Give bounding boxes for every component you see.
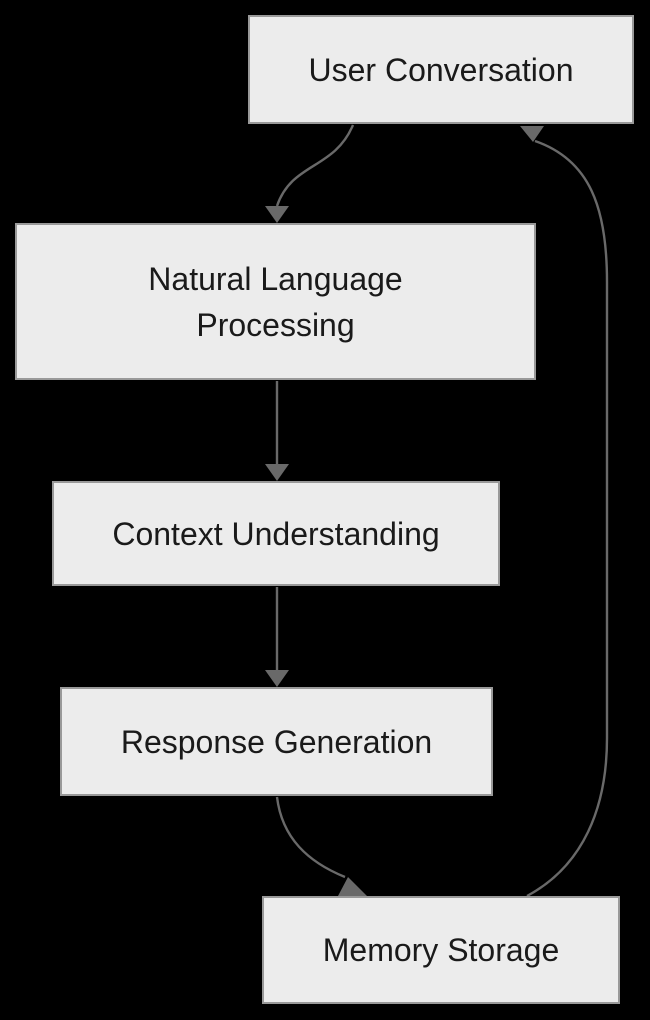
arrowhead-icon bbox=[265, 670, 289, 687]
node-response-generation: Response Generation bbox=[60, 687, 493, 796]
node-label-line: Natural Language bbox=[148, 260, 403, 297]
arrowhead-icon bbox=[520, 126, 544, 142]
arrowhead-icon bbox=[265, 206, 289, 223]
arrowhead-icon bbox=[338, 877, 367, 896]
node-natural-language-processing: Natural Language Processing bbox=[15, 223, 536, 380]
node-label: Memory Storage bbox=[322, 932, 560, 968]
node-label: User Conversation bbox=[308, 51, 574, 88]
edge-response-generation-to-memory-storage bbox=[275, 796, 346, 879]
node-user-conversation: User Conversation bbox=[248, 15, 634, 124]
node-label: Response Generation bbox=[120, 723, 433, 760]
edge-memory-storage-to-user-conversation bbox=[526, 139, 609, 898]
node-label-line: Processing bbox=[196, 306, 355, 343]
node-memory-storage: Memory Storage bbox=[262, 896, 620, 1004]
edge-user-conversation-to-nlp bbox=[275, 124, 355, 207]
arrowhead-icon bbox=[265, 464, 289, 481]
node-label: Context Understanding bbox=[112, 515, 440, 552]
node-context-understanding: Context Understanding bbox=[52, 481, 500, 586]
